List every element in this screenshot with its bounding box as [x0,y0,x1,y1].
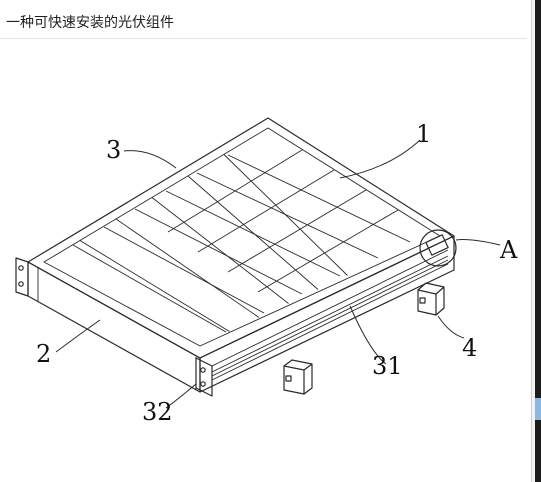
label-32: 32 [142,398,173,426]
window-border [535,0,541,482]
channel-31 [211,249,449,381]
label-1: 1 [416,120,431,148]
label-3: 3 [106,136,121,164]
leader-lines [55,139,501,409]
page-title: 一种可快速安装的光伏组件 [6,15,174,31]
left-end-cap [15,257,29,297]
connector-block-4 [417,282,445,316]
frame-left-face [27,261,201,393]
scroll-indicator[interactable] [535,398,541,420]
label-4: 4 [462,334,477,362]
title-bar: 一种可快速安装的光伏组件 [0,0,527,39]
panel-inner-border [43,127,441,347]
label-a: A [499,236,518,264]
frame-top-surface [27,117,455,359]
end-plate-32 [195,357,213,397]
solar-cell-grid [72,149,411,333]
connector-block-loose [283,359,313,395]
frame-front-face [199,235,455,393]
label-31: 31 [372,352,403,380]
label-2: 2 [36,340,51,368]
detail-circle-a [419,229,457,267]
